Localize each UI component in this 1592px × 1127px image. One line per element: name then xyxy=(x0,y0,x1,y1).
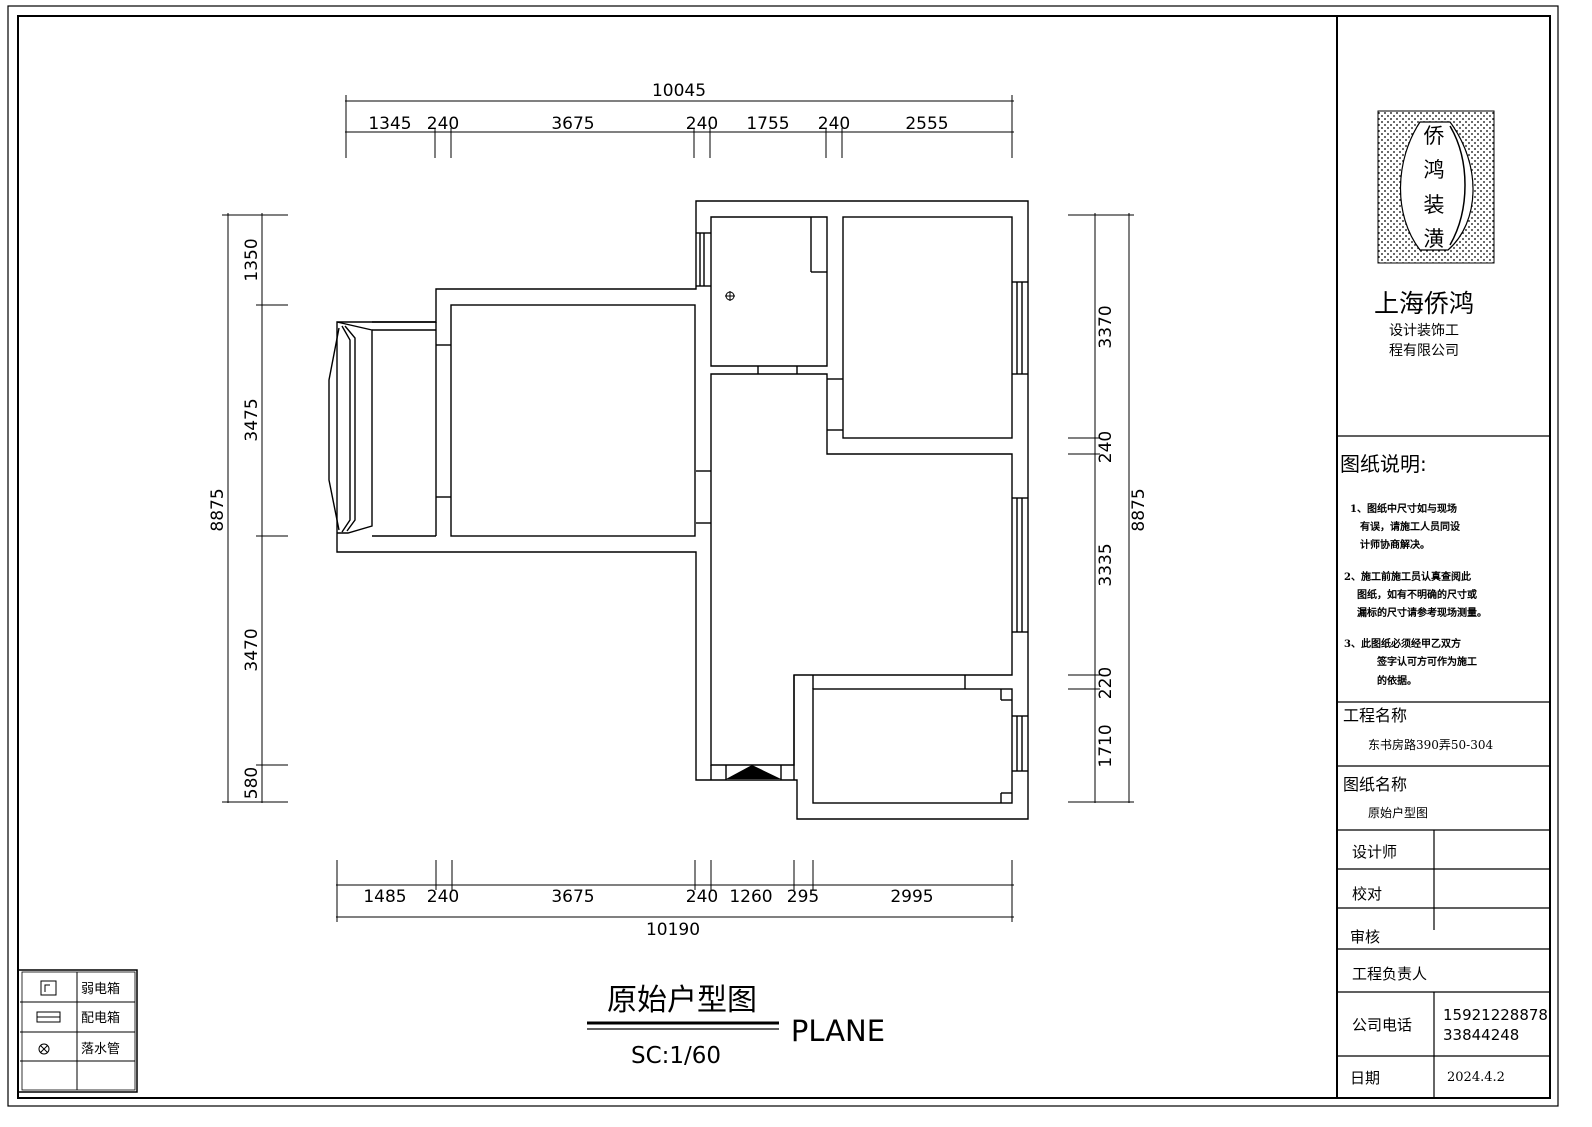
room-bedroom-left xyxy=(450,304,696,537)
dim-top-total: 10045 xyxy=(652,81,706,101)
note-2-line-3: 漏标的尺寸请参考现场测量。 xyxy=(1357,606,1487,619)
drawing-name-label: 图纸名称 xyxy=(1343,775,1407,794)
drawing-name-value: 原始户型图 xyxy=(1368,805,1428,820)
manager-label: 工程负责人 xyxy=(1352,965,1427,983)
weak-electric-box-icon xyxy=(40,980,57,996)
dim-left-4: 580 xyxy=(242,767,262,799)
dim-top-7: 2555 xyxy=(905,114,948,134)
phone-number-1: 15921228878 xyxy=(1443,1006,1548,1024)
dim-top-4: 240 xyxy=(686,114,718,134)
company-logo: 侨 鸿 装 潢 xyxy=(1377,110,1495,264)
notes-list: 1、图纸中尺寸如与现场 有误，请施工人员同设 计师协商解决。 2、施工前施工员认… xyxy=(1344,502,1487,687)
note-1-line-3: 计师协商解决。 xyxy=(1360,538,1430,551)
company-name: 上海侨鸿 xyxy=(1374,289,1474,318)
note-3-line-3: 的依据。 xyxy=(1377,674,1417,687)
logo-char-1: 侨 xyxy=(1424,124,1445,148)
entrance-marker xyxy=(726,765,781,779)
reviewer-label: 审核 xyxy=(1350,928,1380,946)
title-block xyxy=(1336,16,1550,1098)
drawing-scale: SC:1/60 xyxy=(631,1043,721,1069)
dim-right-2: 240 xyxy=(1096,431,1116,463)
drain-pipe-legend-icon xyxy=(38,1043,50,1055)
legend-label-weak-box: 弱电箱 xyxy=(81,981,120,997)
room-living xyxy=(710,373,1013,766)
dim-bottom-total: 10190 xyxy=(646,920,700,940)
dim-left-2: 3475 xyxy=(242,398,262,441)
dim-right-total: 8875 xyxy=(1129,488,1149,531)
note-1-line-2: 有误，请施工人员同设 xyxy=(1360,520,1460,533)
dim-right-1: 3370 xyxy=(1096,305,1116,348)
note-2-line-2: 图纸，如有不明确的尺寸或 xyxy=(1357,588,1477,601)
room-bathroom xyxy=(710,216,828,367)
dim-top-3: 3675 xyxy=(551,114,594,134)
date-label: 日期 xyxy=(1350,1069,1380,1087)
legend-label-drain-pipe: 落水管 xyxy=(81,1042,120,1057)
designer-label: 设计师 xyxy=(1352,843,1397,861)
project-label: 工程名称 xyxy=(1343,706,1407,725)
logo-char-3: 装 xyxy=(1424,193,1445,217)
note-3-line-2: 签字认可方可作为施工 xyxy=(1376,655,1477,668)
note-2-line-1: 2、施工前施工员认真查阅此 xyxy=(1344,570,1471,583)
dim-right-3: 3335 xyxy=(1096,543,1116,586)
drawing-title-cn: 原始户型图 xyxy=(607,983,757,1018)
dim-bottom-7: 2995 xyxy=(890,887,933,907)
dim-bottom-5: 1260 xyxy=(729,887,772,907)
dim-right-5: 1710 xyxy=(1096,724,1116,767)
notes-heading: 图纸说明: xyxy=(1340,452,1427,476)
dim-right-4: 220 xyxy=(1096,667,1116,699)
dim-top-5: 1755 xyxy=(746,114,789,134)
note-3-line-1: 3、此图纸必须经甲乙双方 xyxy=(1344,637,1461,650)
dim-bottom-2: 240 xyxy=(427,887,459,907)
dimension-lines xyxy=(222,95,1134,922)
bay-window xyxy=(336,321,373,534)
drain-pipe-icon xyxy=(725,291,735,301)
checker-label: 校对 xyxy=(1352,885,1382,903)
dim-left-3: 3470 xyxy=(242,628,262,671)
date-value: 2024.4.2 xyxy=(1447,1070,1505,1085)
note-1-line-1: 1、图纸中尺寸如与现场 xyxy=(1350,502,1457,515)
project-value: 东书房路390弄50-304 xyxy=(1368,737,1493,752)
dim-left-1: 1350 xyxy=(242,238,262,281)
outer-border xyxy=(7,5,1559,1107)
dim-bottom-1: 1485 xyxy=(363,887,406,907)
company-sub-2: 程有限公司 xyxy=(1389,343,1459,359)
dim-bottom-4: 240 xyxy=(686,887,718,907)
drawing-title-en: PLANE xyxy=(791,1014,885,1048)
logo-char-4: 潢 xyxy=(1424,227,1445,251)
dim-top-2: 240 xyxy=(427,114,459,134)
floor-plan xyxy=(328,200,1029,820)
room-bedroom-right xyxy=(842,216,1013,439)
phone-label: 公司电话 xyxy=(1352,1016,1412,1034)
dim-left-total: 8875 xyxy=(208,488,228,531)
dim-top-1: 1345 xyxy=(368,114,411,134)
phone-number-2: 33844248 xyxy=(1443,1026,1519,1044)
distribution-box-icon xyxy=(36,1011,61,1023)
exterior-wall xyxy=(336,200,1029,820)
room-kitchen xyxy=(812,688,1013,804)
legend: 弱电箱 配电箱 落水管 xyxy=(17,969,138,1093)
dim-top-6: 240 xyxy=(818,114,850,134)
logo-char-2: 鸿 xyxy=(1424,158,1445,182)
company-sub-1: 设计装饰工 xyxy=(1389,323,1459,339)
inner-border xyxy=(17,15,1551,1099)
dim-bottom-3: 3675 xyxy=(551,887,594,907)
dim-bottom-6: 295 xyxy=(787,887,819,907)
legend-label-distribution-box: 配电箱 xyxy=(81,1010,120,1026)
